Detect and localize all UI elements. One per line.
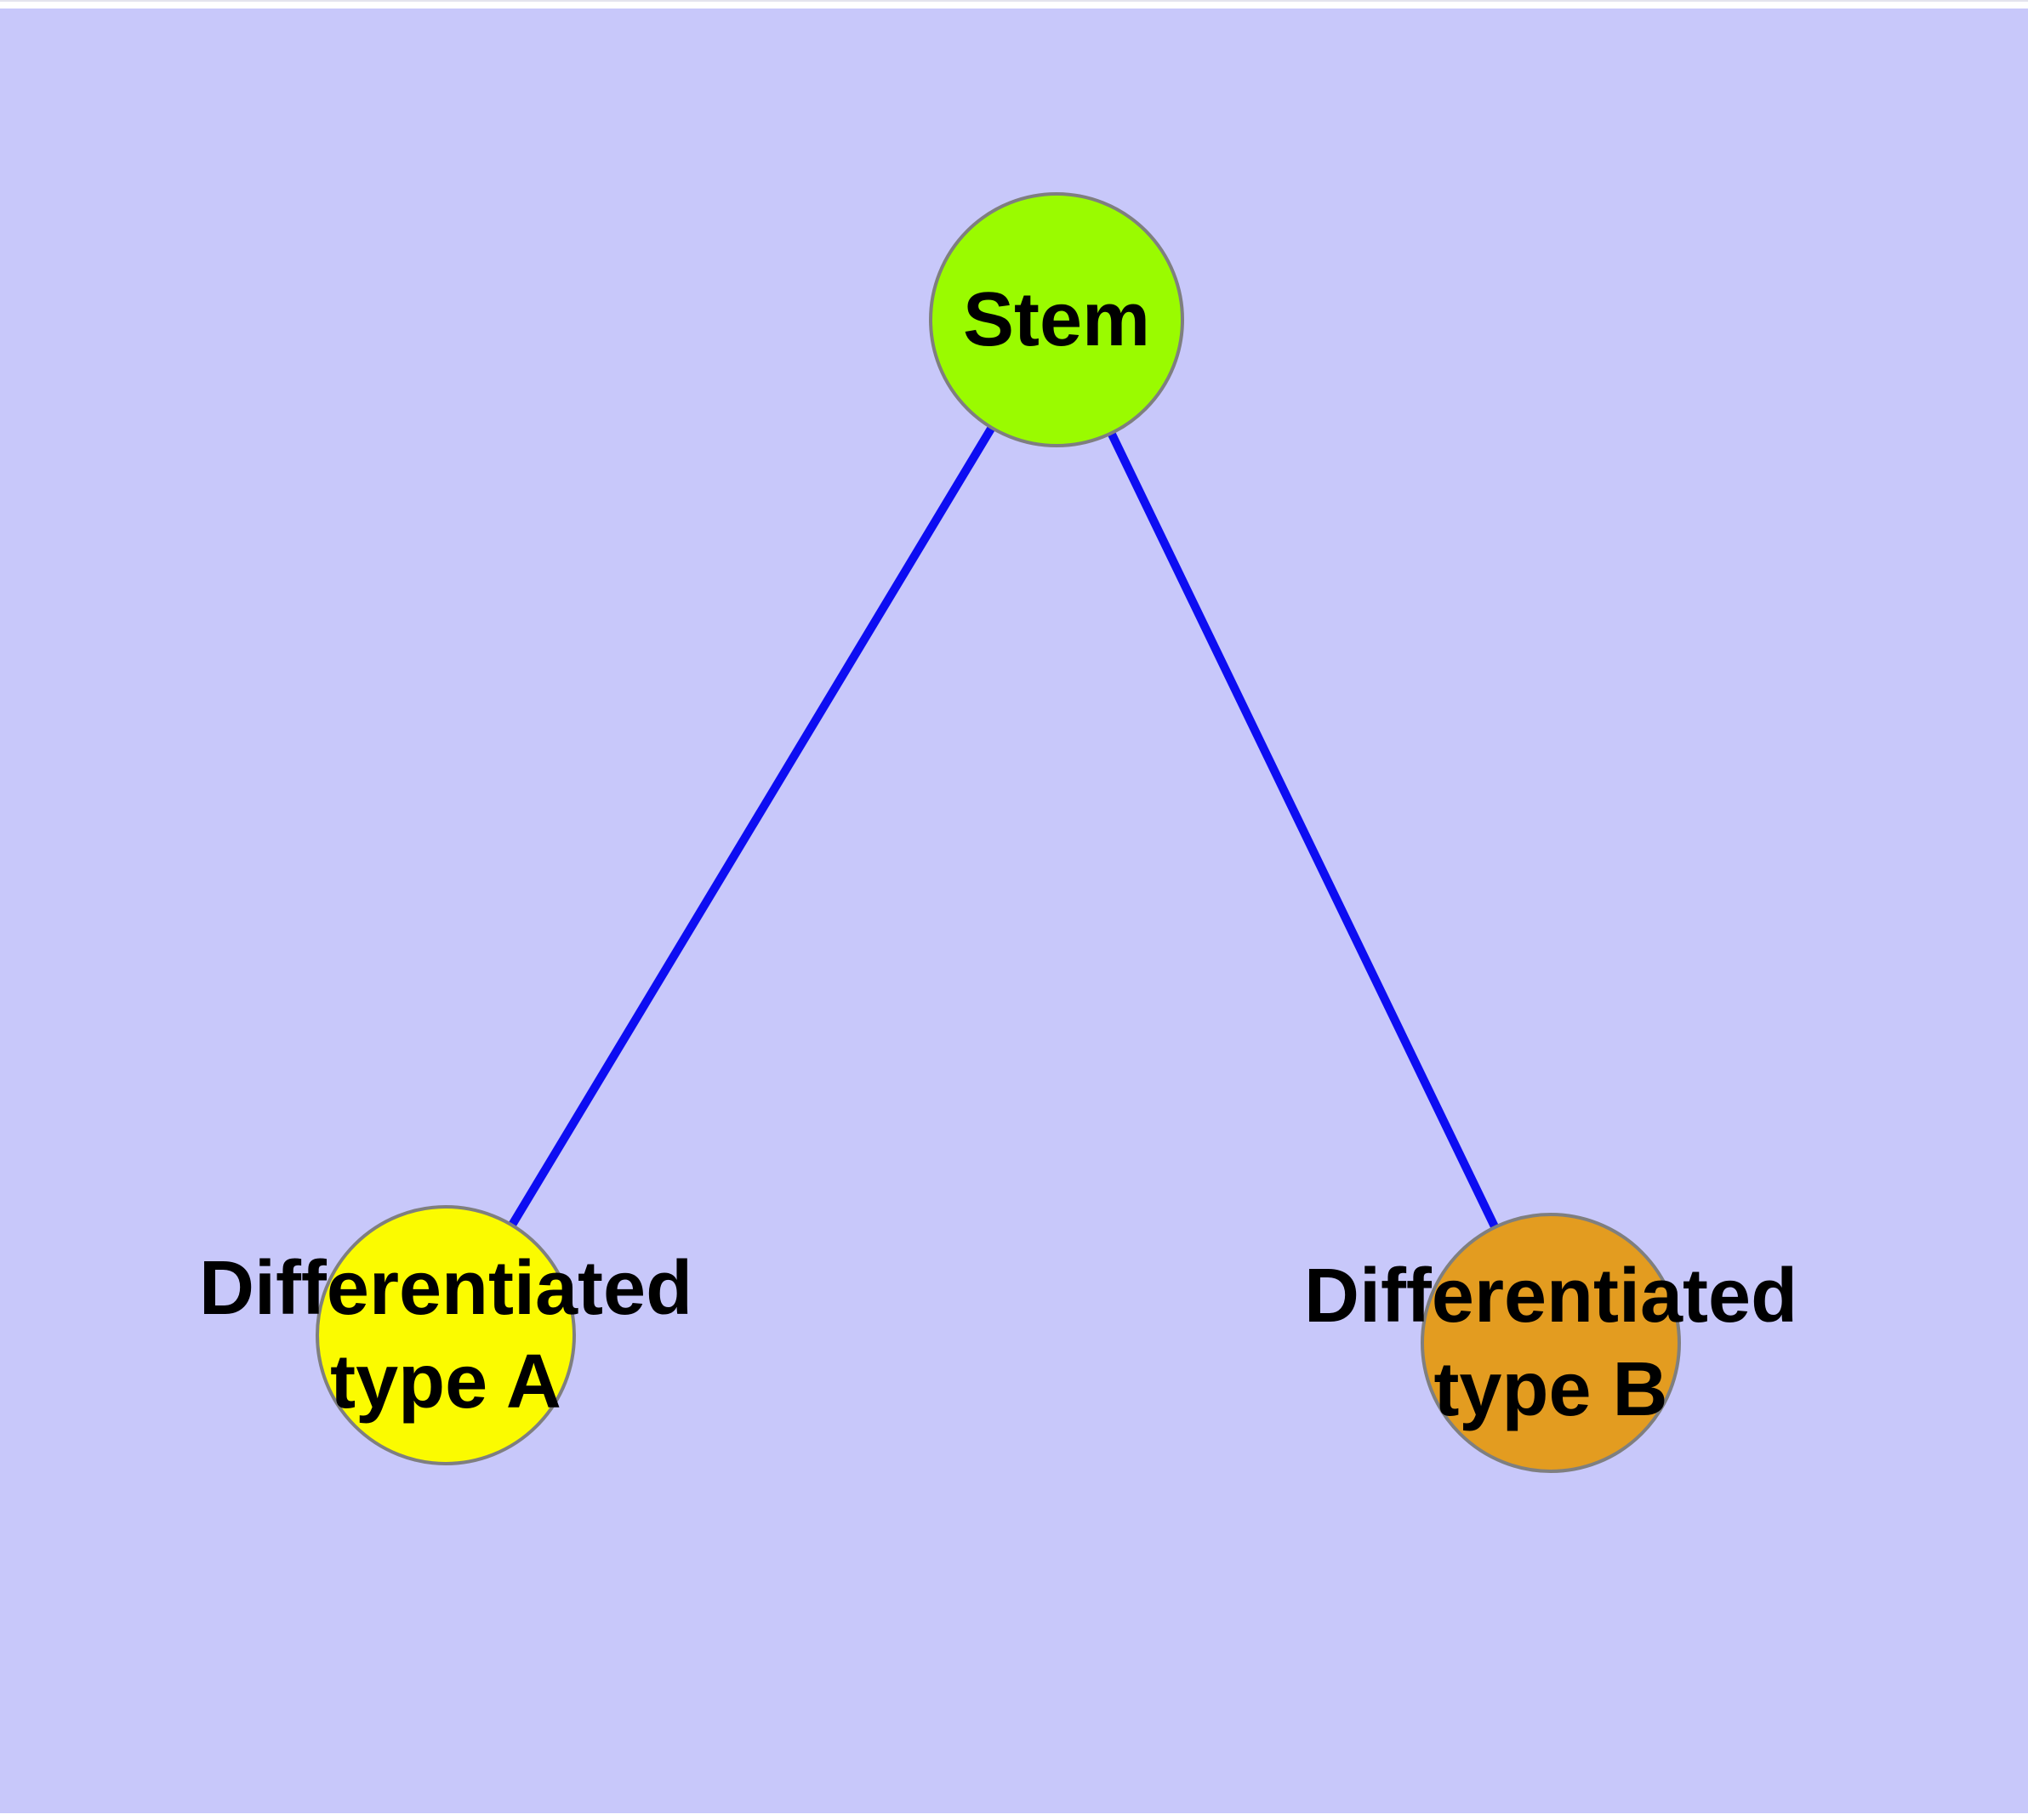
edge-stem-to-type-a [441,317,1061,1338]
label-line-1: Differentiated [198,1246,693,1331]
node-differentiated-type-a [316,1205,576,1465]
node-stem-label: Stem [963,273,1150,367]
label-line-1: Stem [962,277,1151,362]
label-line-2: type B [1433,1347,1668,1432]
node-stem [929,192,1184,447]
node-differentiated-type-b-label: Differentiated type B [1304,1249,1797,1436]
node-differentiated-type-a-label: Differentiated type A [199,1242,692,1429]
label-line-1: Differentiated [1303,1254,1798,1339]
label-line-2: type A [330,1339,561,1425]
node-differentiated-type-b [1421,1213,1681,1473]
edge-stem-to-type-b [1052,317,1555,1345]
